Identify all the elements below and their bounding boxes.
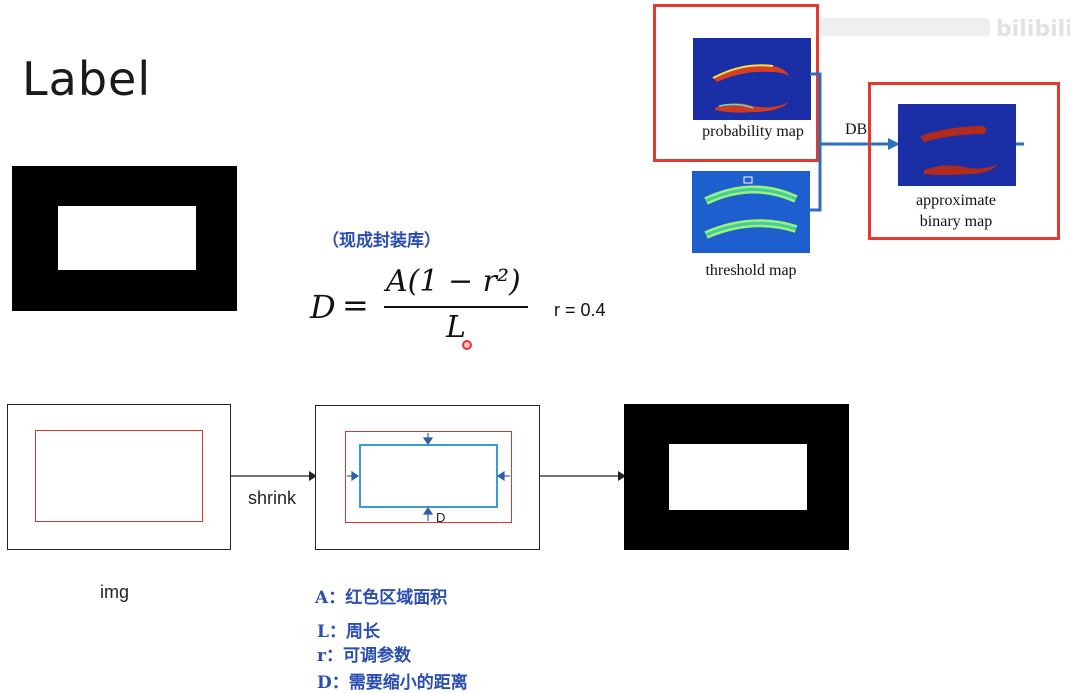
shrink-arrow bbox=[231, 471, 317, 481]
legend-a: A：红色区域面积 bbox=[315, 588, 448, 608]
img-label: img bbox=[100, 582, 130, 602]
formula-denominator: L bbox=[446, 310, 466, 345]
probability-map-image bbox=[693, 38, 811, 120]
formula: D = A(1 − r²) L bbox=[310, 262, 550, 352]
threshold-map-image bbox=[692, 171, 810, 253]
note-library: （现成封装库） bbox=[322, 231, 441, 251]
shrink-original-region bbox=[345, 431, 512, 523]
binary-map-label-line1: approximate bbox=[916, 192, 996, 209]
shrink-label: shrink bbox=[248, 488, 297, 508]
formula-numerator: A(1 − r²) bbox=[386, 264, 521, 299]
img-text-region bbox=[35, 430, 203, 522]
shrink-arrows bbox=[347, 433, 510, 521]
probability-map-label: probability map bbox=[702, 123, 804, 140]
img-box bbox=[7, 404, 231, 550]
watermark-logo: bilibili bbox=[820, 14, 1070, 42]
result-arrow bbox=[540, 471, 626, 481]
formula-param: r = 0.4 bbox=[554, 300, 606, 320]
result-mask bbox=[624, 404, 849, 550]
cursor-dot bbox=[462, 340, 472, 350]
page-title: Label bbox=[22, 52, 152, 106]
binary-map-image bbox=[898, 104, 1016, 186]
legend-r: r：可调参数 bbox=[317, 646, 411, 666]
probability-map-frame bbox=[653, 4, 819, 162]
binary-map-label-line2: binary map bbox=[919, 213, 993, 230]
db-label: DB bbox=[845, 121, 868, 138]
threshold-map-label: threshold map bbox=[705, 262, 797, 279]
db-connector bbox=[810, 72, 1024, 212]
legend-l: L：周长 bbox=[317, 622, 380, 642]
label-mask-example bbox=[12, 166, 237, 311]
legend-d: D：需要缩小的距离 bbox=[317, 673, 468, 693]
shrink-box: D bbox=[315, 405, 540, 550]
formula-equals: = bbox=[342, 286, 369, 324]
formula-fraction-bar bbox=[384, 306, 528, 308]
formula-lhs: D bbox=[310, 288, 336, 326]
d-label: D bbox=[436, 510, 446, 525]
label-mask-white-region bbox=[58, 206, 196, 270]
binary-map-frame bbox=[868, 82, 1060, 240]
result-mask-white-region bbox=[669, 444, 807, 510]
svg-text:bilibili: bilibili bbox=[996, 17, 1070, 42]
